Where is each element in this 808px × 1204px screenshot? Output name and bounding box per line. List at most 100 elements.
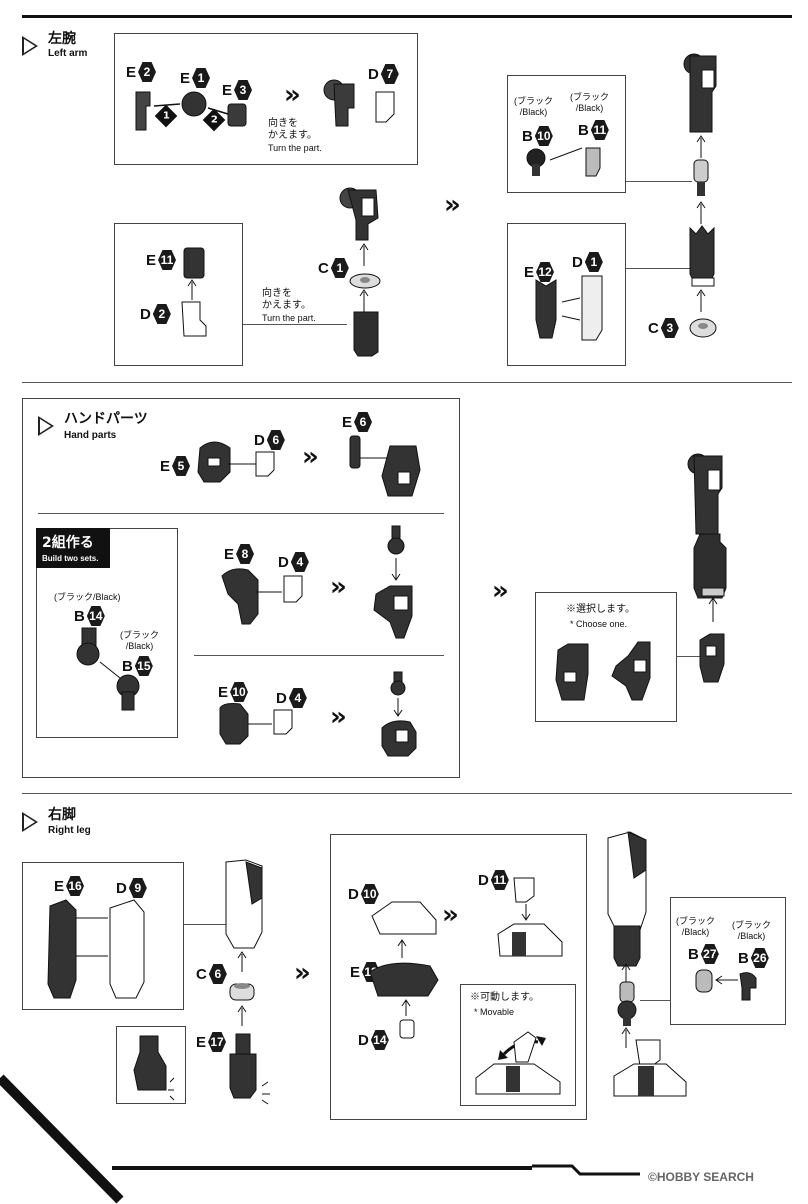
knee-detail-icon	[133, 1035, 175, 1101]
build-two-jp: 2組作る	[42, 535, 94, 551]
open-hand-parts-icon	[221, 568, 303, 625]
section-subtitle-hand-parts: Hand parts	[64, 430, 117, 441]
next-step-arrow-icon: »	[330, 702, 347, 732]
step-box-forearm-joint	[114, 33, 418, 165]
footer-rule	[112, 1166, 532, 1170]
leader-line	[184, 924, 226, 925]
step-box-forearm-assembly	[507, 223, 626, 366]
top-rule	[22, 15, 792, 18]
foot-final-icon	[613, 1039, 687, 1097]
next-step-arrow-icon: »	[330, 572, 347, 602]
armor-parts-icon	[181, 247, 207, 337]
polycap-C1-icon	[349, 273, 381, 289]
foot-assembled-icon	[497, 877, 563, 957]
turn-note-en: Turn the part.	[268, 143, 322, 153]
section-subtitle-right-leg: Right leg	[48, 825, 91, 836]
forearm-armor-parts-icon	[535, 275, 603, 341]
arrow-up-icon	[359, 243, 369, 266]
leader-line	[640, 1000, 670, 1001]
leg-assembled-icon	[607, 831, 647, 967]
build-two-sets-badge: 2組作る Build two sets.	[36, 528, 110, 568]
wrist-parts-icon	[197, 441, 275, 483]
choose-note-en: * Choose one.	[570, 619, 628, 629]
wrist-joint-parts-icon	[76, 627, 140, 711]
movable-note-en: * Movable	[474, 1007, 515, 1017]
polycap-C6-icon	[229, 983, 255, 1001]
black-note-b14: (ブラック/Black)	[54, 592, 121, 602]
section-title-left-arm: 左腕	[48, 31, 76, 47]
fist-parts-icon	[219, 703, 293, 745]
upper-arm-part-icon	[339, 187, 379, 241]
black-note-b27: (ブラック/Black)	[676, 916, 715, 937]
next-step-arrow-icon: »	[294, 958, 311, 988]
polycap-C3-icon	[689, 318, 717, 338]
section-divider	[22, 793, 792, 794]
leader-line	[626, 181, 692, 182]
section-divider	[22, 382, 792, 383]
turn-note: 向きを かえます。	[268, 118, 317, 141]
leader-line	[243, 324, 347, 325]
section-title-right-leg: 右脚	[48, 807, 76, 823]
next-step-arrow-icon: »	[284, 80, 301, 110]
shoulder-joint-parts-icon	[526, 147, 601, 177]
section-arrow-icon	[38, 416, 54, 436]
elbow-assembly-icon	[323, 79, 395, 127]
section-title-hand-parts: ハンドパーツ	[64, 411, 148, 427]
corner-decoration	[0, 1074, 124, 1204]
open-hand-assembled-icon	[373, 525, 413, 639]
hand-divider	[38, 513, 444, 514]
black-note-b26: (ブラック/Black)	[732, 920, 771, 941]
forearm-assembled-icon	[689, 225, 715, 287]
turn-note-2: 向きを かえます。	[262, 288, 311, 311]
section-subtitle-left-arm: Left arm	[48, 48, 88, 59]
corner-stripe-icon	[0, 1074, 124, 1204]
arm-with-hand-icon	[687, 453, 727, 683]
footer-watermark: ©HOBBY SEARCH	[648, 1170, 754, 1184]
forearm-part-icon	[353, 311, 379, 357]
hand-options-icon	[555, 641, 651, 701]
elbow-joint-parts-icon	[135, 91, 247, 131]
next-step-arrow-icon: »	[444, 190, 461, 220]
arrow-up-icon	[237, 1005, 247, 1026]
black-note-b11: (ブラック/Black)	[570, 92, 609, 113]
turn-note-2-en: Turn the part.	[262, 313, 316, 323]
next-step-arrow-icon: »	[442, 900, 459, 930]
black-note-b15: (ブラック/Black)	[120, 630, 159, 651]
hand-row-divider	[194, 655, 444, 656]
lower-leg-part-icon	[229, 1033, 270, 1105]
step-box-forearm-armor	[114, 223, 243, 366]
section-arrow-icon	[22, 812, 38, 832]
footer-stripes-icon	[532, 1164, 640, 1176]
arrow-up-icon	[696, 201, 706, 224]
wrist-assembly-icon	[349, 435, 421, 497]
movable-note-jp: ※可動します。	[470, 992, 539, 1003]
arrow-up-icon	[621, 963, 631, 984]
